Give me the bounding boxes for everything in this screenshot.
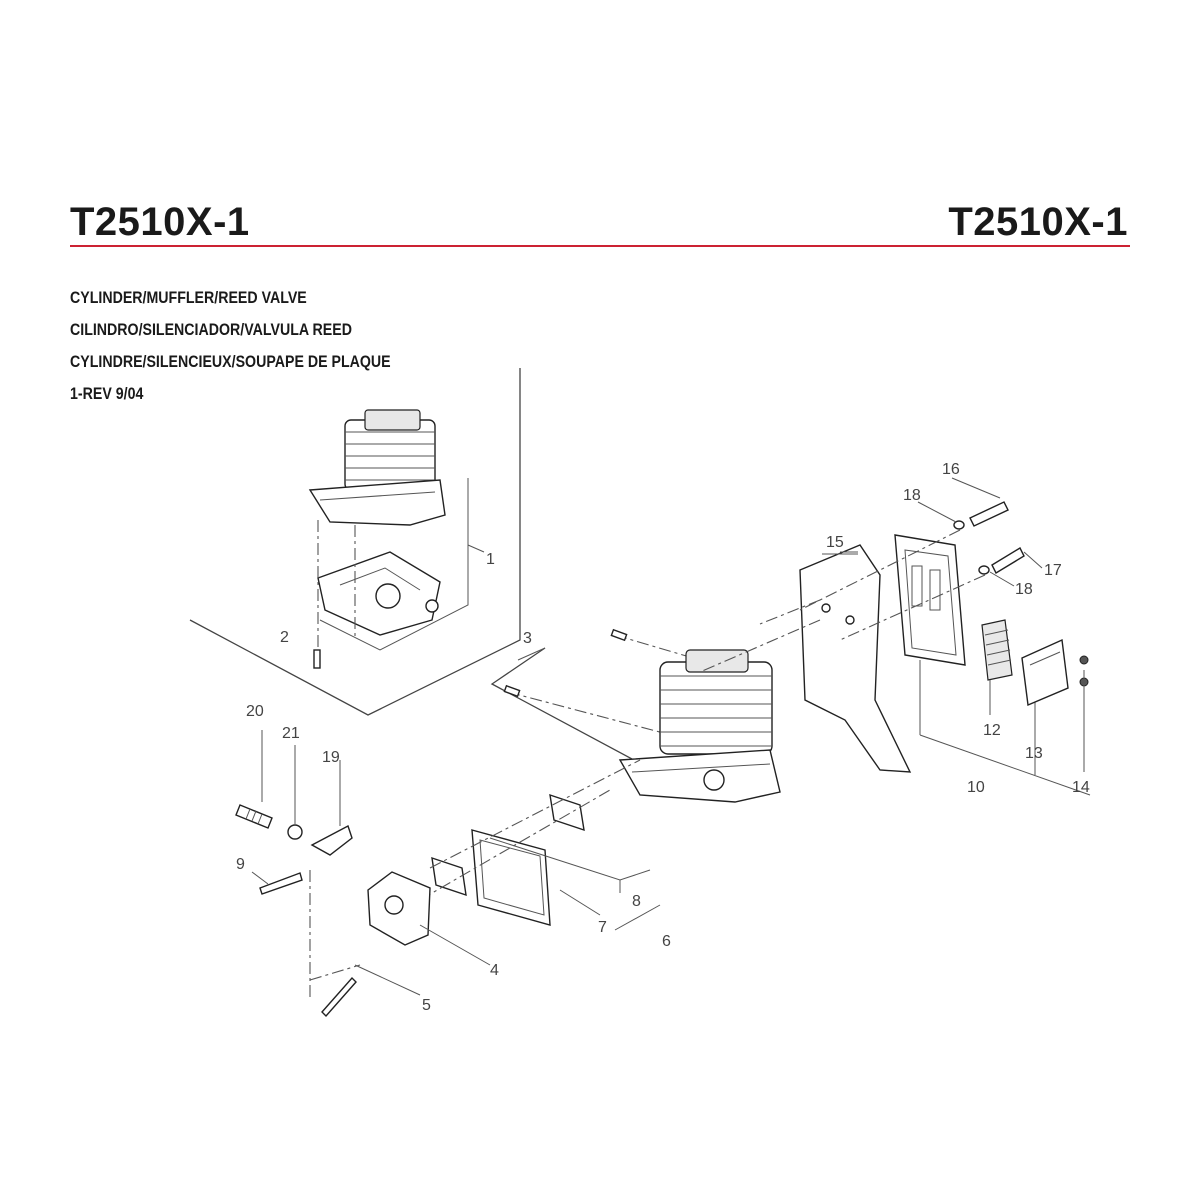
callout-7: 7 (598, 919, 607, 936)
title-french: CYLINDRE/SILENCIEUX/SOUPAPE DE PLAQUE (70, 353, 391, 371)
callout-5: 5 (422, 997, 431, 1014)
callout-10: 10 (967, 779, 985, 796)
callout-4: 4 (490, 962, 499, 979)
callout-15: 15 (826, 534, 844, 551)
callout-2: 2 (280, 629, 289, 646)
callout-9: 9 (236, 856, 245, 873)
model-number-left: T2510X-1 (70, 200, 250, 244)
callout-18: 18 (903, 487, 921, 504)
callout-14: 14 (1072, 779, 1090, 796)
callout-16: 16 (942, 461, 960, 478)
title-spanish: CILINDRO/SILENCIADOR/VALVULA REED (70, 321, 352, 339)
cylinder-illustration (618, 649, 781, 803)
callout-19: 19 (322, 749, 340, 766)
callout-1: 1 (486, 551, 495, 568)
callout-12: 12 (983, 722, 1001, 739)
callout-labels: 1 2 3 4 5 6 7 8 9 10 12 13 14 15 16 17 1… (236, 461, 1090, 1014)
callout-8: 8 (632, 893, 641, 910)
header-rule (70, 245, 1130, 247)
diagram-titles: CYLINDER/MUFFLER/REED VALVE CILINDRO/SIL… (70, 282, 391, 410)
callout-13: 13 (1025, 745, 1043, 762)
callout-20: 20 (246, 703, 264, 720)
callout-6: 6 (662, 933, 671, 950)
callout-17: 17 (1044, 562, 1062, 579)
callout-21: 21 (282, 725, 300, 742)
callout-18-second: 18 (1015, 581, 1033, 598)
title-english: CYLINDER/MUFFLER/REED VALVE (70, 289, 307, 307)
callout-3: 3 (523, 630, 532, 647)
engine-assembly-inset (189, 368, 521, 716)
model-number-right: T2510X-1 (948, 200, 1128, 244)
revision-label: 1-REV 9/04 (70, 385, 144, 403)
